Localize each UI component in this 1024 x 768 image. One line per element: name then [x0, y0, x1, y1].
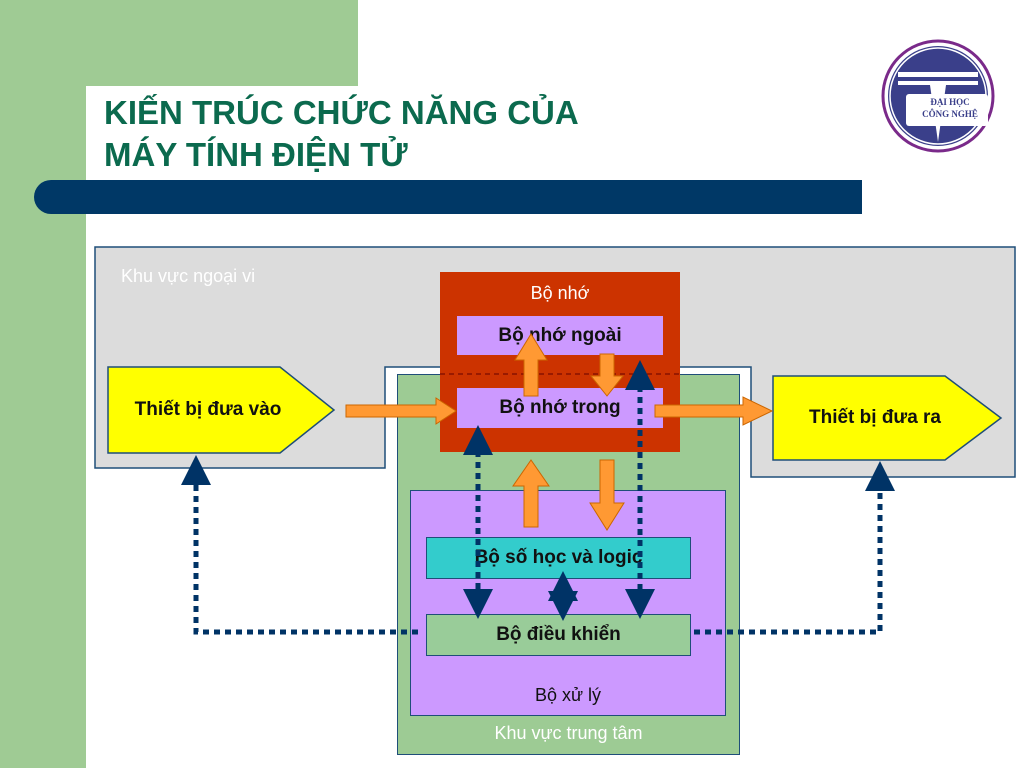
processor-label: Bộ xử lý [534, 685, 602, 705]
logo-seal-icon [881, 39, 995, 153]
external-to-internal-arrow [589, 353, 625, 397]
university-logo: ĐẠI HỌC CÔNG NGHỆ [880, 38, 996, 154]
title-line-1: KIẾN TRÚC CHỨC NĂNG CỦA [104, 94, 579, 131]
peripheral-area-label: Khu vực ngoại vi [121, 266, 256, 286]
title-underline-bar [34, 180, 862, 214]
green-side-band [0, 0, 86, 768]
input-device-shape [107, 366, 336, 454]
central-area-label: Khu vực trung tâm [494, 723, 643, 743]
output-device-shape [772, 375, 1003, 461]
logo-text: ĐẠI HỌC CÔNG NGHỆ [908, 96, 992, 120]
memory-label: Bộ nhớ [530, 283, 590, 303]
title-line-2: MÁY TÍNH ĐIỆN TỬ [104, 136, 408, 173]
processor-to-memory-arrow [512, 459, 550, 528]
output-device-label: Thiết bị đưa ra [809, 407, 941, 428]
input-device-label: Thiết bị đưa vào [134, 399, 282, 420]
logo-line-2: CÔNG NGHỆ [922, 109, 978, 119]
control-unit-box: Bộ điều khiển [426, 614, 691, 656]
memory-to-output-arrow [654, 396, 774, 426]
memory-to-processor-arrow [589, 459, 625, 531]
logo-line-1: ĐẠI HỌC [930, 97, 970, 107]
input-to-memory-arrow [345, 397, 457, 425]
page-title: KIẾN TRÚC CHỨC NĂNG CỦA MÁY TÍNH ĐIỆN TỬ [104, 92, 744, 176]
external-memory-box: Bộ nhớ ngoài [457, 316, 663, 355]
control-to-input-link [181, 455, 418, 635]
green-top-block [86, 0, 358, 86]
internal-to-external-arrow [514, 333, 548, 397]
control-to-output-link [694, 461, 895, 635]
